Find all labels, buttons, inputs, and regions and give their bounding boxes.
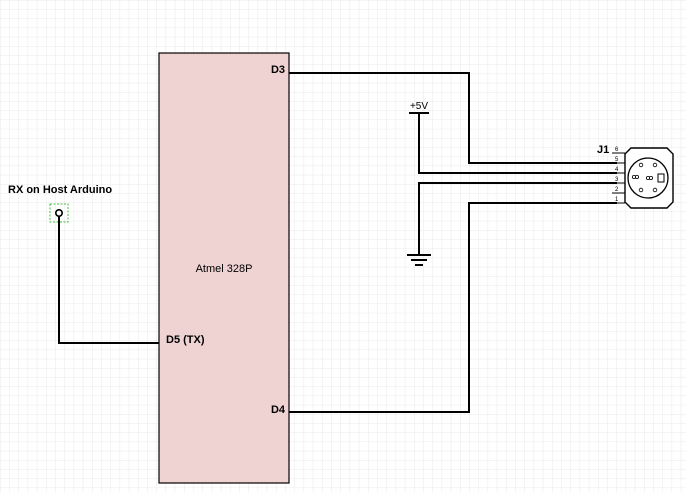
connector-pin-3-number: 3 [615, 177, 619, 183]
host-probe-box[interactable] [49, 203, 69, 223]
wire-d3[interactable] [289, 72, 617, 164]
connector-pin-5-number: 5 [615, 157, 619, 163]
ground-symbol [407, 254, 431, 266]
wire-d4[interactable] [289, 202, 617, 413]
pin-d4-label: D4 [271, 404, 286, 416]
connector-pin-6-number: 6 [615, 147, 619, 153]
chip-body[interactable] [158, 52, 290, 484]
vcc-label: +5V [410, 101, 428, 112]
host-probe-terminal[interactable] [54, 209, 63, 218]
connector-pin-1-number: 1 [615, 197, 619, 203]
wire-gnd[interactable] [418, 182, 617, 254]
connector-pin-4-number: 4 [615, 167, 619, 173]
connector-ref-label: J1 [597, 144, 609, 156]
connector-pin-2-number: 2 [615, 187, 619, 193]
chip-name-label: Atmel 328P [196, 263, 253, 275]
pin-d5-label: D5 (TX) [166, 334, 205, 346]
host-probe-label: RX on Host Arduino [8, 184, 112, 196]
wire-tx[interactable] [58, 216, 159, 344]
din-connector-icon[interactable] [624, 147, 674, 209]
pin-d3-label: D3 [271, 64, 285, 76]
connector-pins [612, 152, 625, 204]
wire-vcc[interactable] [418, 113, 617, 174]
